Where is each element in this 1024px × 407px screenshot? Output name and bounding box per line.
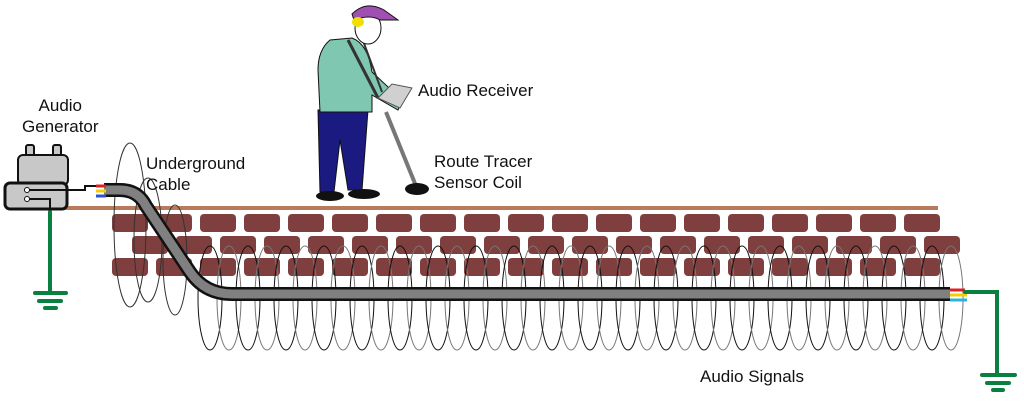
audio-generator-icon <box>3 144 96 211</box>
brick <box>640 258 676 276</box>
brick <box>308 236 344 254</box>
brick <box>288 214 324 232</box>
brick <box>552 258 588 276</box>
brick <box>508 258 544 276</box>
brick <box>332 214 368 232</box>
brick <box>376 214 412 232</box>
underground-cable <box>104 183 950 301</box>
underground-soil-bricks <box>112 214 960 276</box>
label-line: Route Tracer <box>434 152 533 171</box>
label-audio-signals: Audio Signals <box>700 367 804 386</box>
brick <box>684 258 720 276</box>
brick <box>332 258 368 276</box>
brick <box>572 236 608 254</box>
brick <box>684 214 720 232</box>
signal-loop <box>113 142 147 308</box>
label-route-tracer-sensor-coil: Route Tracer Sensor Coil <box>434 151 532 193</box>
brick <box>288 258 324 276</box>
brick <box>816 214 852 232</box>
cable-wires-right <box>950 288 967 302</box>
cable-wires-left <box>96 184 106 198</box>
brick <box>860 214 896 232</box>
brick <box>352 236 388 254</box>
brick <box>728 258 764 276</box>
brick <box>860 258 896 276</box>
brick <box>728 214 764 232</box>
label-line: Generator <box>22 117 99 136</box>
brick <box>616 236 652 254</box>
brick <box>112 214 148 232</box>
brick <box>552 214 588 232</box>
brick <box>176 236 212 254</box>
earth-ground-icon <box>963 290 1017 392</box>
technician-with-receiver-icon <box>316 5 429 201</box>
brick <box>816 258 852 276</box>
brick <box>420 258 456 276</box>
label-line: Underground <box>146 154 246 173</box>
brick <box>924 236 960 254</box>
brick <box>508 214 544 232</box>
brick <box>528 236 564 254</box>
brick <box>132 236 168 254</box>
brick <box>376 258 412 276</box>
label-audio-receiver: Audio Receiver <box>418 81 534 100</box>
label-line: Cable <box>146 175 191 194</box>
label-audio-generator: Audio Generator <box>22 95 99 137</box>
brick <box>596 258 632 276</box>
brick <box>200 214 236 232</box>
earth-ground-icon <box>33 210 68 310</box>
brick <box>464 214 500 232</box>
label-underground-cable: Underground Cable <box>146 153 245 195</box>
brick <box>484 236 520 254</box>
brick <box>244 258 280 276</box>
brick <box>440 236 476 254</box>
brick <box>264 236 300 254</box>
brick <box>464 258 500 276</box>
brick <box>880 236 916 254</box>
brick <box>660 236 696 254</box>
brick <box>772 214 808 232</box>
brick <box>112 258 148 276</box>
brick <box>792 236 828 254</box>
brick <box>836 236 872 254</box>
brick <box>596 214 632 232</box>
brick <box>904 214 940 232</box>
brick <box>420 214 456 232</box>
brick <box>640 214 676 232</box>
label-line: Audio <box>38 96 83 115</box>
brick <box>200 258 236 276</box>
brick <box>220 236 256 254</box>
label-line: Sensor Coil <box>434 173 522 192</box>
brick <box>244 214 280 232</box>
brick <box>704 236 740 254</box>
